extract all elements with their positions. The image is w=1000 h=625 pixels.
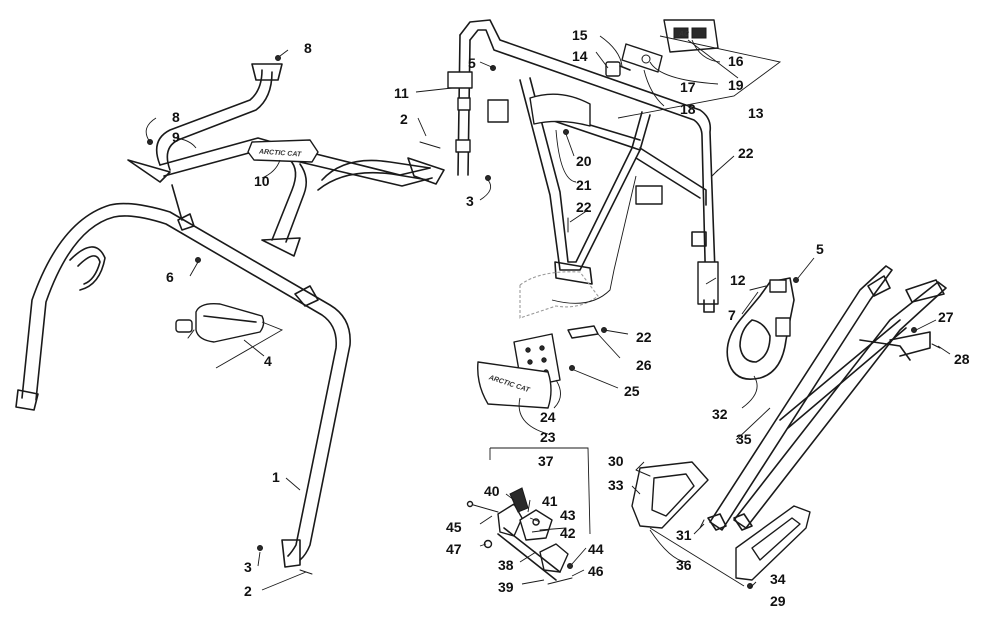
callout-38: 38 [498, 557, 514, 573]
callout-34: 34 [770, 571, 786, 587]
callout-2-top: 2 [400, 111, 408, 127]
tow-loop-part-32 [726, 277, 795, 380]
callout-12: 12 [730, 272, 746, 288]
callout-11: 11 [394, 85, 409, 101]
callout-6: 6 [166, 269, 174, 285]
latch-assembly-part-37 [466, 447, 591, 585]
callout-23: 23 [540, 429, 556, 445]
callout-7: 7 [728, 307, 736, 323]
callout-4: 4 [264, 353, 272, 369]
bar-pad-logo: ARCTIC CAT [258, 148, 302, 158]
leader-lines [145, 35, 951, 591]
callout-8-left: 8 [172, 109, 180, 125]
callout-22-low: 22 [636, 329, 652, 345]
callout-5-right: 5 [816, 241, 824, 257]
callout-19: 19 [728, 77, 744, 93]
callout-22-mid: 22 [576, 199, 592, 215]
front-pad-part-23: ARCTIC CAT [477, 361, 552, 409]
skid-plate-part-33 [631, 461, 745, 587]
callout-20: 20 [576, 153, 592, 169]
cross-bar-pad-part-10: ARCTIC CAT [247, 139, 319, 163]
callout-28: 28 [954, 351, 970, 367]
callout-47: 47 [446, 541, 462, 557]
callout-14: 14 [572, 48, 588, 64]
callout-10: 10 [254, 173, 270, 189]
callout-8-top: 8 [304, 40, 312, 56]
tail-light-kit-part-13: AC [605, 19, 782, 119]
callout-46: 46 [588, 563, 604, 579]
callout-2-bottom: 2 [244, 583, 252, 599]
callout-3-bottom: 3 [244, 559, 252, 575]
light-label: AC [678, 31, 690, 38]
rear-frame-part-35 [707, 265, 947, 531]
callout-17: 17 [680, 79, 696, 95]
callout-15: 15 [572, 27, 588, 43]
callout-37: 37 [538, 453, 554, 469]
callout-43: 43 [560, 507, 576, 523]
callout-44: 44 [588, 541, 604, 557]
callout-29: 29 [770, 593, 786, 609]
callout-9: 9 [172, 129, 180, 145]
callout-32: 32 [712, 406, 728, 422]
callout-35: 35 [736, 431, 752, 447]
callout-5-top: 5 [468, 55, 476, 71]
callout-31: 31 [676, 527, 692, 543]
callout-27: 27 [938, 309, 954, 325]
callout-45: 45 [446, 519, 462, 535]
callout-21: 21 [576, 177, 592, 193]
callout-16: 16 [728, 53, 744, 69]
skid-plate-part-34 [735, 505, 811, 581]
callout-26: 26 [636, 357, 652, 373]
callout-3-top: 3 [466, 193, 474, 209]
bracket-part-20 [529, 93, 591, 127]
callout-30: 30 [608, 453, 624, 469]
bracket-part-26 [567, 325, 599, 339]
callout-25: 25 [624, 383, 640, 399]
callout-39: 39 [498, 579, 514, 595]
callout-labels: 1 2 3 4 6 8 8 9 10 2 3 11 5 15 14 16 17 … [166, 27, 970, 609]
callout-36: 36 [676, 557, 692, 573]
rear-cage-part-21 [447, 19, 719, 313]
callout-33: 33 [608, 477, 624, 493]
cross-bar-part-9 [127, 63, 445, 257]
callout-13: 13 [748, 105, 764, 121]
callout-22-right: 22 [738, 145, 754, 161]
callout-42: 42 [560, 525, 576, 541]
callout-41: 41 [542, 493, 558, 509]
callout-24: 24 [540, 409, 556, 425]
callout-1: 1 [272, 469, 280, 485]
ghost-outline [519, 271, 599, 319]
roll-bar-part-1 [15, 202, 351, 568]
mirror-part-4 [175, 302, 284, 369]
callout-40: 40 [484, 483, 500, 499]
callout-18: 18 [680, 101, 696, 117]
